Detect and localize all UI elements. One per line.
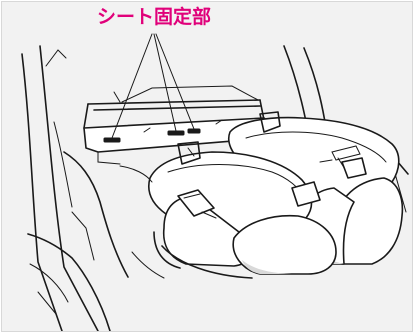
anchor-slot-1: [103, 137, 121, 143]
anchor-slot-2: [167, 130, 185, 136]
callout-leader-lines: [111, 33, 195, 139]
folded-rear-seat-illustration: [21, 33, 409, 331]
seat-base: [131, 231, 253, 279]
seat-anchor-callout-label: シート固定部: [96, 6, 211, 28]
folded-seat-left: [119, 141, 337, 275]
anchor-slot-3: [187, 128, 201, 134]
